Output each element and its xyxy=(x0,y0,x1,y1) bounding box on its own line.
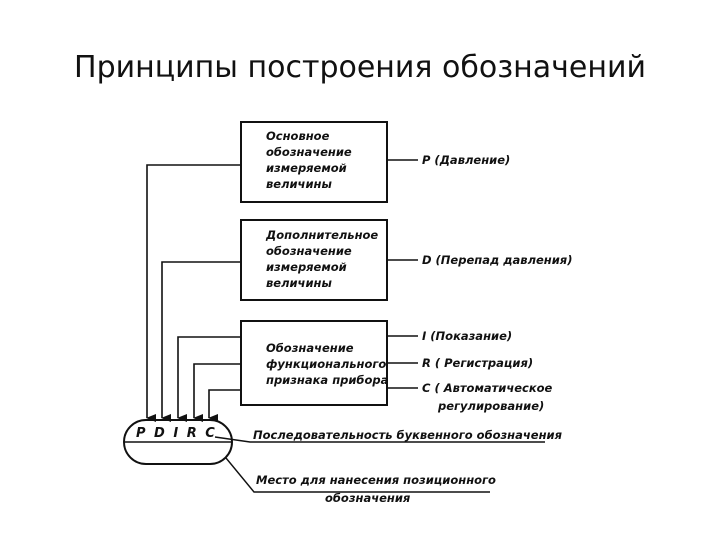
output-i: I (Показание) xyxy=(422,329,512,343)
box-additional-line-3: измеряемой xyxy=(266,260,347,274)
box-basic-line-1: Основное xyxy=(266,129,330,143)
arrow-d xyxy=(161,261,241,422)
box-basic-line-4: величины xyxy=(266,177,332,191)
box-basic-line-3: измеряемой xyxy=(266,161,347,175)
arrow-i xyxy=(177,336,241,422)
leader-sequence xyxy=(214,436,545,443)
code-letters: P D I R C xyxy=(136,426,217,441)
box-functional-line-3: признака прибора xyxy=(266,373,389,387)
output-c: C ( Автоматическое xyxy=(422,381,553,395)
box-basic-measured xyxy=(240,121,388,203)
output-p: P (Давление) xyxy=(422,153,510,167)
arrow-p xyxy=(146,164,241,422)
box-functional-line-2: функционального xyxy=(266,357,386,371)
box-functional-line-1: Обозначение xyxy=(266,341,354,355)
label-position: Место для нанесения позиционного xyxy=(256,473,496,487)
output-r: R ( Регистрация) xyxy=(422,356,533,370)
box-additional-line-4: величины xyxy=(266,276,332,290)
leader-position xyxy=(225,457,490,493)
page-title: Принципы построения обозначений xyxy=(74,50,646,85)
label-position-cont: обозначения xyxy=(325,491,411,505)
label-sequence: Последовательность буквенного обозначени… xyxy=(253,428,563,442)
box-additional-line-1: Дополнительное xyxy=(265,228,378,242)
box-additional-line-2: обозначение xyxy=(266,244,352,258)
output-d: D (Перепад давления) xyxy=(422,253,572,267)
output-c-cont: регулирование) xyxy=(437,399,544,413)
box-basic-line-2: обозначение xyxy=(266,145,352,159)
arrow-r xyxy=(193,363,241,422)
arrow-c xyxy=(208,389,241,422)
